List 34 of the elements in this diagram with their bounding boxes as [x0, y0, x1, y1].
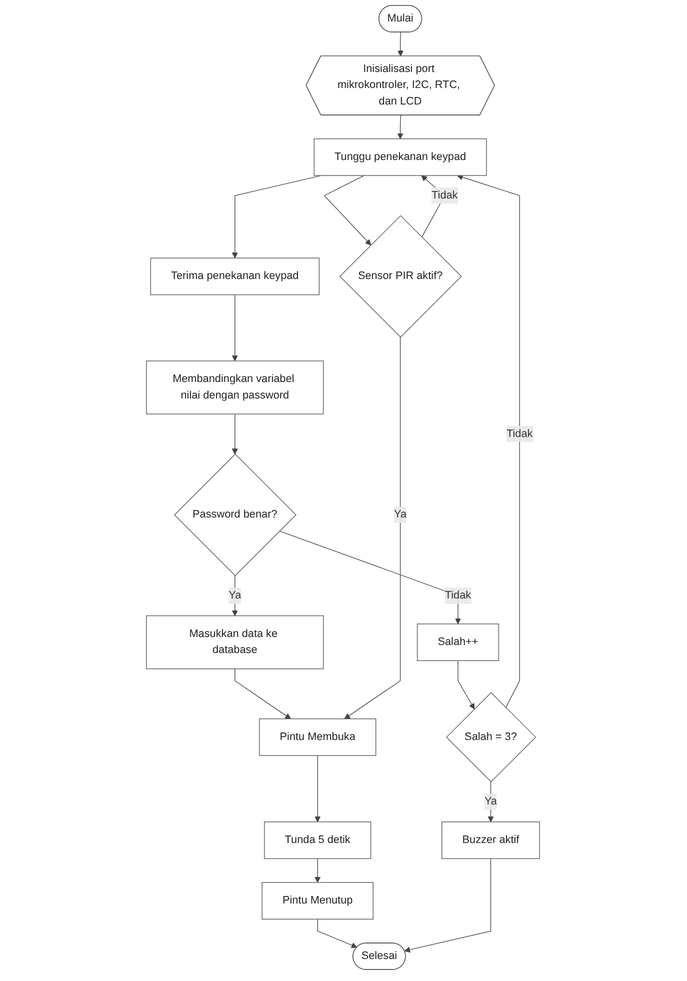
- arrow: [344, 336, 402, 720]
- node-box: Membandingkan variabel nilai dengan password: [146, 360, 324, 414]
- edge-label: Ya: [484, 796, 498, 808]
- arrow: [315, 755, 322, 822]
- node-box: Buzzer aktif: [442, 822, 540, 859]
- arrow: [232, 575, 238, 616]
- arrow: [318, 918, 358, 948]
- node-box: Tunggu penekanan keypad: [314, 138, 488, 176]
- edge-label: Ya: [229, 590, 242, 602]
- node-diamond: Sensor PIR aktif?: [340, 215, 462, 338]
- arrow: [235, 668, 292, 720]
- node-diamond: Password benar?: [174, 454, 297, 576]
- edge-label: Tidak: [506, 428, 534, 440]
- node-box: Pintu Menutup: [262, 882, 374, 920]
- arrow: [232, 294, 238, 362]
- arrow: [398, 32, 404, 56]
- arrow: [232, 414, 238, 454]
- node-box: Salah++: [417, 624, 500, 661]
- node-diamond: Salah = 3?: [446, 692, 537, 782]
- edge-label: Ya: [394, 508, 408, 520]
- arrow: [458, 174, 520, 708]
- arrow: [280, 530, 462, 624]
- arrow: [488, 781, 494, 822]
- arrow: [324, 175, 372, 246]
- edge-label: Tidak: [445, 590, 472, 602]
- arrow: [398, 114, 404, 140]
- node-box: Pintu Membuka: [260, 718, 377, 756]
- node-box: Terima penekanan keypad: [150, 258, 320, 296]
- arrow: [458, 660, 476, 710]
- arrow: [315, 858, 322, 883]
- node-box: Masukkan data ke database: [146, 615, 324, 670]
- edge-label: Tidak: [432, 189, 458, 202]
- arrow: [404, 858, 492, 953]
- node-box: Tunda 5 detik: [264, 822, 372, 859]
